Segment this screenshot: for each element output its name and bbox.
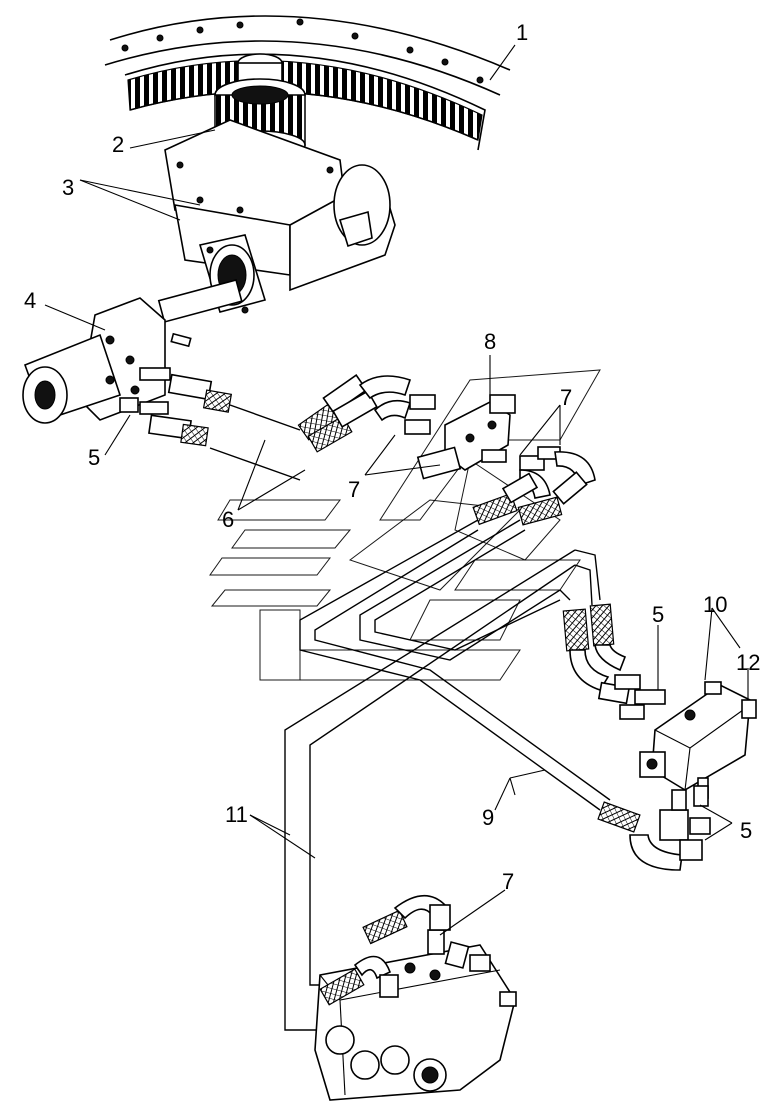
callout-7-valve: 7: [560, 385, 572, 410]
hoses-9: [597, 785, 711, 871]
callout-5-lower: 5: [740, 818, 752, 843]
callout-labels: 1 2 3 4 5 5 5 6 7 7 7 8 9 10 11 12: [24, 20, 760, 894]
callout-9: 9: [482, 805, 494, 830]
callout-7-bottom: 7: [502, 869, 514, 894]
hoses-6: [148, 373, 436, 481]
slewing-ring: [104, 15, 511, 151]
callout-5-block: 5: [652, 602, 664, 627]
callout-11: 11: [225, 802, 248, 827]
gearbox: [164, 119, 396, 314]
callout-3: 3: [62, 175, 74, 200]
callout-5-motor: 5: [88, 445, 100, 470]
callout-2: 2: [112, 132, 124, 157]
control-valve: [314, 894, 517, 1101]
callout-8: 8: [484, 329, 496, 354]
callout-12: 12: [736, 650, 760, 675]
callout-6: 6: [222, 507, 234, 532]
hoses-7: [299, 471, 611, 811]
callout-4: 4: [24, 288, 36, 313]
callout-7-left: 7: [348, 477, 360, 502]
leader-lines: [44, 44, 749, 936]
fittings-motor: [119, 367, 171, 415]
hoses-upper-right: [562, 603, 666, 720]
callout-10: 10: [703, 592, 727, 617]
callout-1: 1: [516, 20, 528, 45]
valve-block-10: [639, 681, 757, 799]
